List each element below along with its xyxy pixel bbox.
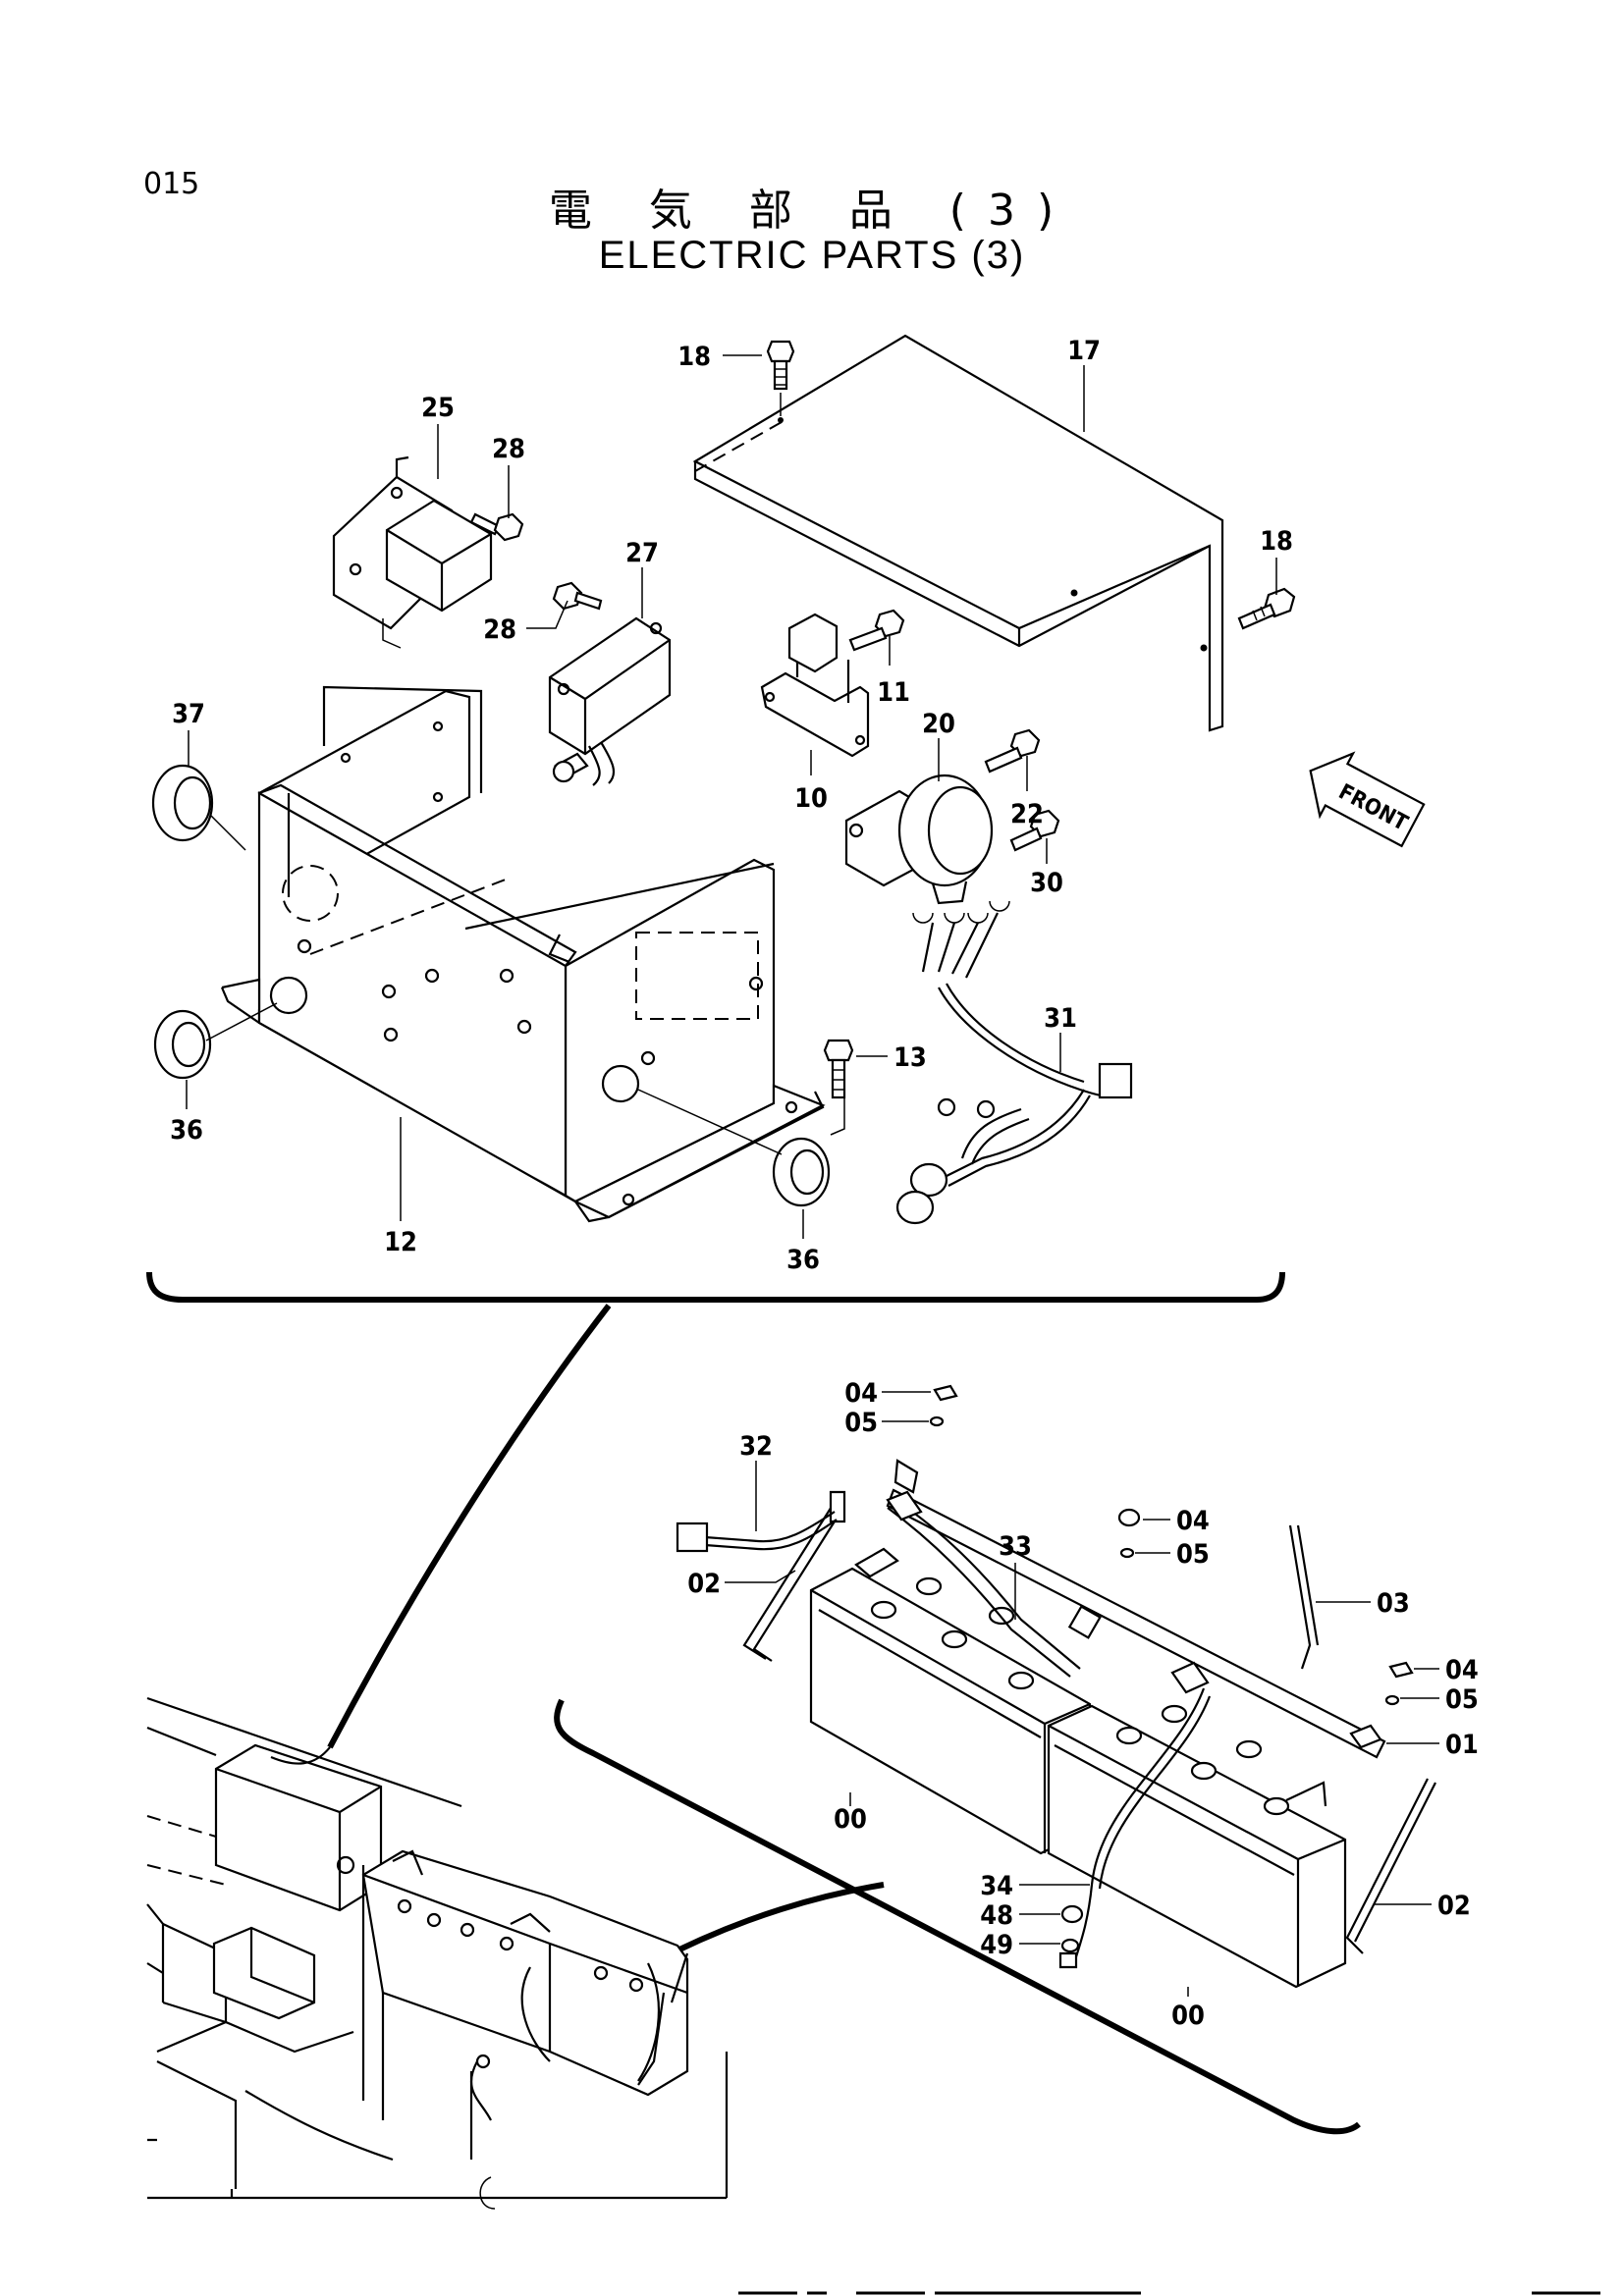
- callout-36-bottom: 36: [786, 1245, 820, 1275]
- callout-25: 25: [421, 393, 455, 423]
- callout-04-middle: 04: [1176, 1506, 1210, 1536]
- bolt-part-18-right: [1237, 587, 1296, 630]
- page-title-japanese: 電 気 部 品 (3): [548, 186, 1076, 236]
- page-title-english: ELECTRIC PARTS (3): [598, 234, 1026, 277]
- callout-34: 34: [980, 1871, 1013, 1901]
- page-code: 015: [143, 167, 200, 201]
- callout-05-middle: 05: [1176, 1539, 1210, 1570]
- bolt-part-11: [848, 609, 905, 652]
- callout-32: 32: [739, 1431, 773, 1462]
- callout-04-top: 04: [844, 1378, 878, 1409]
- callout-18-right: 18: [1260, 526, 1293, 557]
- callout-03: 03: [1377, 1588, 1410, 1619]
- callout-00-right: 00: [1171, 2001, 1205, 2031]
- machine-frame-view: [146, 1696, 729, 2210]
- cover-part-17: [692, 334, 1224, 732]
- callout-11: 11: [877, 677, 910, 708]
- bolt-part-18-top: [766, 340, 795, 423]
- callout-00-left: 00: [834, 1804, 867, 1835]
- callout-33: 33: [999, 1531, 1032, 1562]
- callout-37: 37: [172, 699, 205, 729]
- callout-10: 10: [794, 783, 828, 814]
- grommet-part-36-left: [153, 1002, 278, 1080]
- box-part-12: [220, 685, 826, 1223]
- battery-detail-view: [554, 1384, 1439, 2135]
- callout-01: 01: [1445, 1730, 1479, 1760]
- callout-48: 48: [980, 1900, 1013, 1931]
- callout-04-right: 04: [1445, 1655, 1479, 1685]
- callout-36-left: 36: [170, 1115, 203, 1146]
- bolt-part-13: [823, 1039, 854, 1099]
- screw-part-28-middle: [552, 581, 603, 611]
- callout-20: 20: [922, 709, 955, 739]
- callout-02-left: 02: [687, 1569, 721, 1599]
- grommet-part-37: [151, 764, 246, 851]
- front-arrow-icon: FRONT: [1309, 751, 1426, 848]
- callout-30: 30: [1030, 868, 1063, 898]
- bolt-part-30: [1009, 809, 1060, 852]
- callout-05-right: 05: [1445, 1684, 1479, 1715]
- harness-part-31: [895, 900, 1133, 1225]
- callout-12: 12: [384, 1227, 417, 1257]
- callout-13: 13: [893, 1042, 927, 1073]
- callout-49: 49: [980, 1930, 1013, 1960]
- grommet-part-36-bottom: [637, 1089, 831, 1207]
- horn-part-20: [844, 774, 994, 905]
- screw-part-28-upper: [469, 512, 524, 542]
- upper-exploded-view: FRONT: [146, 334, 1426, 1303]
- bolt-part-22: [984, 728, 1041, 774]
- callout-28-middle: 28: [483, 614, 516, 645]
- callout-18-top: 18: [677, 342, 711, 372]
- callout-02-right: 02: [1437, 1891, 1471, 1921]
- callout-22: 22: [1010, 799, 1044, 829]
- callout-17: 17: [1067, 336, 1101, 366]
- callout-31: 31: [1044, 1003, 1077, 1034]
- connection-curve-left: [327, 1304, 612, 1749]
- bracket-part-10: [760, 613, 870, 758]
- regulator-part-27: [548, 616, 672, 786]
- callout-27: 27: [625, 538, 659, 568]
- relay-part-25: [332, 455, 493, 649]
- callout-28-upper: 28: [492, 434, 525, 464]
- callout-05-top: 05: [844, 1408, 878, 1438]
- callout-labels: 18 17 25 28 27 28 11 18 37 10 20 22 30 3…: [170, 336, 1479, 2031]
- connection-curve-right: [650, 1882, 885, 1966]
